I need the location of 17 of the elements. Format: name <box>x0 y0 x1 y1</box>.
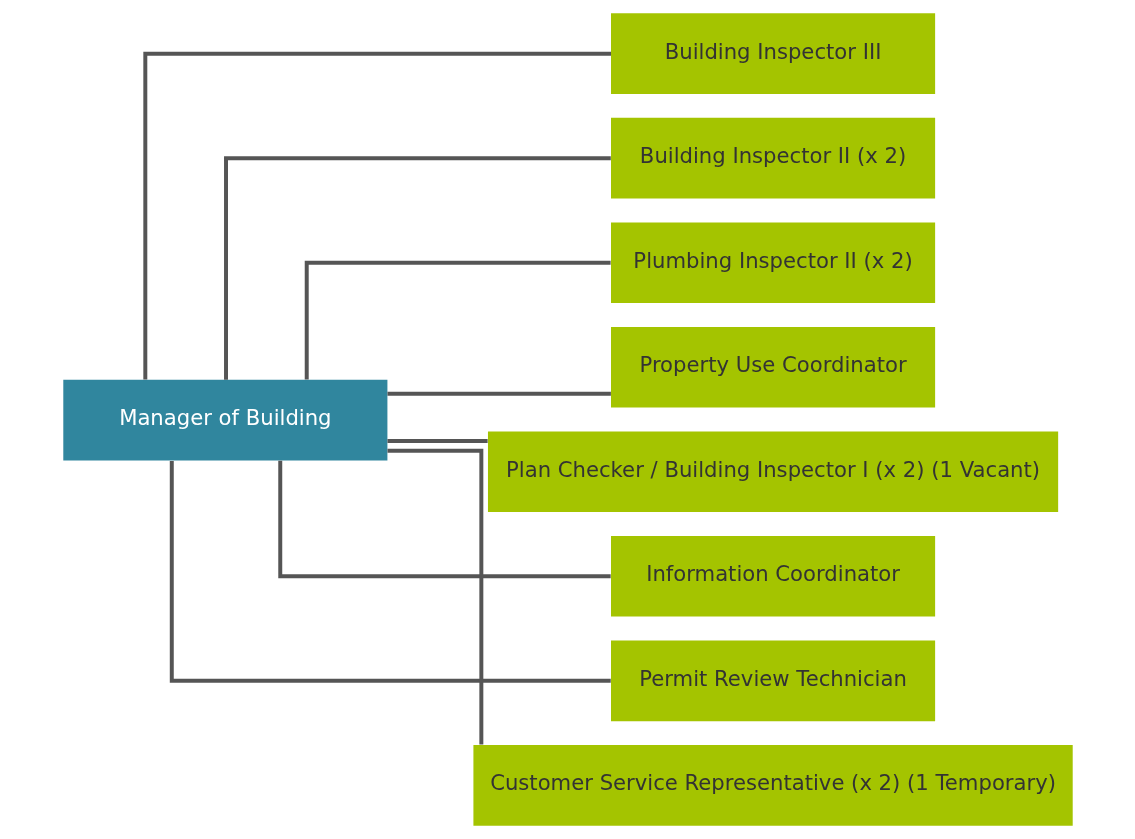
node-box: Plan Checker / Building Inspector I (x 2) (1 Vacant) <box>487 431 1058 513</box>
node-box: Plumbing Inspector II (x 2) <box>610 222 935 304</box>
connector <box>386 391 611 396</box>
node-box: Information Coordinator <box>610 535 935 617</box>
node-box: Building Inspector II (x 2) <box>610 117 935 199</box>
node-box: Customer Service Representative (x 2) (1 Temporary) <box>472 744 1073 826</box>
connector <box>386 439 488 444</box>
connector <box>142 51 611 380</box>
node-box: Permit Review Technician <box>610 640 935 722</box>
node-box: Property Use Coordinator <box>610 326 935 408</box>
node-box: Building Inspector III <box>610 13 935 95</box>
connector <box>169 460 611 683</box>
connector <box>387 448 483 745</box>
connector <box>223 156 611 380</box>
node-box: Manager of Building <box>62 379 387 461</box>
connector <box>277 460 611 579</box>
connector <box>304 260 611 380</box>
